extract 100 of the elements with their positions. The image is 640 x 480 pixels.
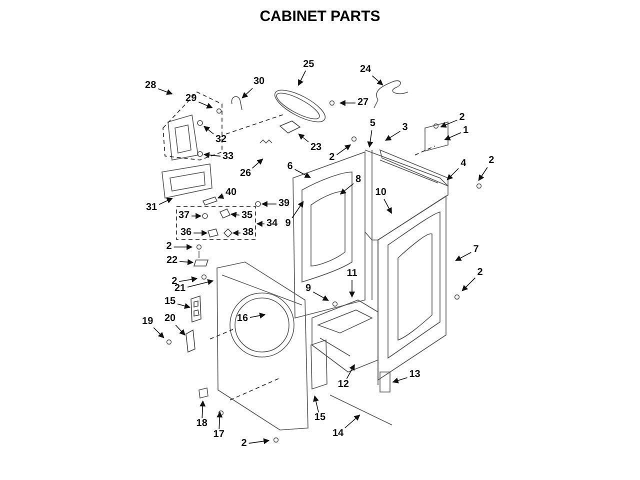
callout-number: 40: [224, 188, 238, 198]
bracket-drawing: [186, 330, 195, 352]
callout-number: 34: [265, 219, 279, 229]
leader-line: [462, 277, 476, 292]
leader-line: [340, 183, 354, 195]
leader-line: [367, 130, 374, 148]
leader-line: [203, 152, 221, 158]
plate-drawing: [203, 197, 217, 205]
callout-number: 25: [302, 60, 316, 70]
leader-line: [384, 198, 392, 214]
leader-line: [292, 200, 304, 218]
leader-line: [230, 212, 240, 218]
callout-number: 37: [177, 211, 191, 221]
callout-number: 10: [374, 188, 388, 198]
leader-line: [173, 244, 193, 250]
leader-line: [158, 198, 173, 205]
callout-number: 19: [141, 316, 154, 327]
callout-number: 30: [252, 77, 266, 88]
callout-number: 16: [236, 314, 250, 324]
callout-number: 26: [238, 169, 252, 180]
callout-number: 24: [358, 64, 372, 75]
callout-number: 9: [284, 219, 292, 229]
callout-number: 15: [313, 413, 327, 424]
leader-line: [313, 395, 319, 413]
callout-number: 4: [460, 158, 468, 169]
assembly-group-outline: [176, 206, 256, 240]
callout-number: 21: [173, 284, 187, 294]
callout-number: 18: [195, 418, 208, 429]
callout-number: 31: [144, 203, 158, 214]
callout-number: 2: [240, 439, 248, 449]
diagram-title: CABINET PARTS: [258, 8, 382, 25]
leader-line: [178, 276, 198, 282]
leader-line: [250, 312, 266, 319]
callout-number: 2: [328, 153, 336, 164]
callout-number: 33: [221, 152, 235, 162]
leader-line: [232, 230, 241, 236]
callout-number: 28: [144, 81, 158, 91]
callout-number: 9: [304, 284, 312, 294]
leader-line: [346, 364, 355, 380]
callout-number: 12: [336, 380, 350, 390]
leader-line: [175, 324, 186, 336]
callout-number: 35: [240, 211, 254, 221]
leader-line: [193, 230, 208, 236]
leader-line: [440, 120, 458, 128]
leader-line: [200, 400, 206, 418]
callout-number: 13: [408, 370, 422, 380]
callout-number: 29: [184, 94, 198, 104]
callout-number: 14: [331, 429, 345, 439]
leader-line: [294, 169, 311, 178]
callout-number: 2: [476, 268, 484, 278]
leader-line: [198, 102, 213, 108]
callout-number: 2: [458, 113, 466, 124]
callout-number: 27: [356, 98, 370, 108]
leader-line: [217, 193, 224, 199]
leader-line: [216, 411, 223, 430]
leader-line: [179, 259, 194, 266]
leader-line: [191, 213, 202, 219]
callout-number: 5: [368, 119, 376, 130]
callout-number: 17: [212, 430, 226, 440]
callout-number: 3: [401, 123, 409, 134]
leader-line: [478, 166, 488, 181]
leader-line: [242, 88, 253, 98]
leader-line: [344, 414, 360, 428]
callout-number: 6: [286, 162, 294, 172]
clip-drawing: [208, 229, 218, 237]
clip-drawing: [224, 229, 232, 237]
washer-drawing: [194, 260, 208, 266]
leader-line: [385, 130, 401, 141]
callout-number: 8: [354, 174, 362, 185]
leader-line: [444, 132, 462, 140]
leader-line: [298, 134, 309, 142]
leader-line: [153, 327, 164, 338]
leader-line: [349, 280, 355, 298]
leader-line: [312, 292, 329, 301]
callout-number: 7: [472, 244, 480, 255]
leader-line: [455, 252, 472, 261]
callout-number: 22: [165, 256, 179, 266]
leader-line: [256, 220, 265, 227]
leader-line: [248, 438, 270, 444]
leader-line: [298, 70, 306, 86]
leader-line: [446, 168, 459, 180]
callout-number: 15: [163, 297, 177, 307]
callout-number: 2: [165, 242, 173, 252]
callout-number: 23: [309, 143, 323, 153]
callout-number: 1: [462, 126, 470, 136]
leader-line: [252, 158, 264, 169]
callout-number: 2: [488, 156, 496, 166]
leader-line: [372, 75, 384, 86]
bracket-drawing: [280, 121, 300, 133]
screw-drawing: [255, 201, 261, 207]
leader-line: [339, 100, 356, 106]
leader-line: [204, 126, 214, 134]
leader-line: [392, 377, 408, 384]
clip-drawing: [220, 209, 230, 218]
callout-number: 32: [214, 135, 228, 145]
leader-line: [177, 303, 191, 309]
callout-number: 39: [277, 199, 291, 209]
screw-drawing: [202, 213, 208, 219]
callout-number: 11: [346, 269, 358, 279]
leader-line: [187, 279, 214, 288]
